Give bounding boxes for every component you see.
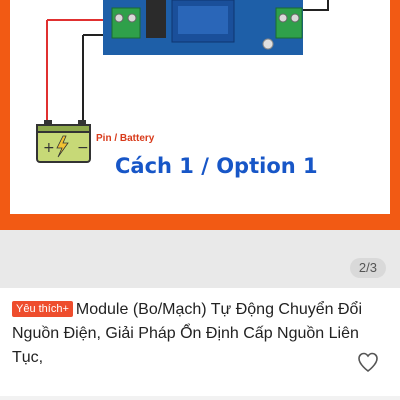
svg-text:−: − [77, 140, 89, 156]
terminal-block-left [111, 7, 141, 39]
favorite-plus-badge: Yêu thích+ [12, 301, 73, 317]
product-image-gallery[interactable]: + − Pin / Battery Cách 1 / Option 1 2/3 [0, 0, 400, 288]
capacitor [146, 0, 166, 38]
product-title: Yêu thích+Module (Bo/Mạch) Tự Động Chuyể… [12, 298, 392, 370]
image-page-indicator: 2/3 [349, 258, 386, 278]
product-title-text: Module (Bo/Mạch) Tự Động Chuyển Đổi Nguồ… [12, 301, 363, 366]
terminal-block-right [275, 7, 303, 39]
product-image[interactable]: + − Pin / Battery Cách 1 / Option 1 [0, 0, 400, 230]
battery-icon: + − [36, 120, 91, 163]
heart-outline-icon [358, 352, 378, 372]
option-caption: Cách 1 / Option 1 [115, 154, 318, 178]
favorite-button[interactable] [356, 350, 380, 374]
battery-pin-label: Pin / Battery [96, 133, 155, 144]
wiring-diagram-illustration: + − [10, 0, 390, 214]
svg-text:+: + [43, 140, 55, 156]
section-divider [0, 396, 400, 400]
